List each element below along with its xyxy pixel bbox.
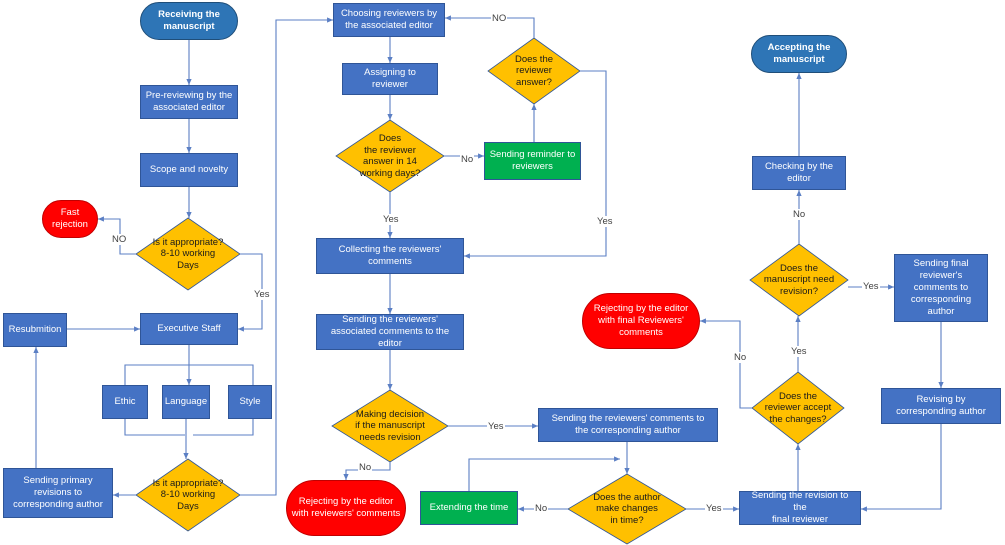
edge-label-no-extend: No (534, 503, 549, 514)
edge-label-no-reject-final: No (733, 352, 748, 363)
edge-label-yes-collecting-right: Yes (596, 216, 614, 227)
final-reviewer-comments-node: Sending final reviewer's comments to cor… (894, 254, 988, 322)
edge-label-no-choosing: NO (491, 13, 508, 24)
edge-revising-sending-final (861, 424, 942, 512)
edge-label-yes-executive: Yes (253, 289, 271, 300)
accepting-manuscript-end: Accepting the manuscript (751, 35, 847, 73)
edge-label-no-reminder: No (460, 154, 475, 165)
sending-reminder-node: Sending reminder to reviewers (484, 142, 581, 180)
prereview-node: Pre-reviewing by the associated editor (140, 85, 238, 119)
edge-extending-loop (468, 456, 620, 491)
reviewer-answer-decision: Does the reviewer answer? (514, 53, 554, 88)
scope-novelty-node: Scope and novelty (140, 153, 238, 187)
edge-accept-reject-final (700, 318, 752, 409)
choosing-reviewers-node: Choosing reviewers by the associated edi… (333, 3, 445, 37)
edge-label-no-fast-rejection: NO (111, 234, 128, 245)
diamond-appropriate-1 (135, 217, 241, 291)
edge-split-ethic (124, 364, 189, 385)
edge-label-yes-sending-author: Yes (487, 421, 505, 432)
making-decision-decision: Making decision if the manuscript needs … (355, 408, 425, 443)
edge-appropriate2-choosing (240, 17, 333, 496)
edge-merge-ethic (124, 419, 185, 436)
checking-editor-node: Checking by the editor (752, 156, 846, 190)
receiving-manuscript-start: Receiving the manuscript (140, 2, 238, 40)
reject-reviewers-comments-node: Rejecting by the editor with reviewers' … (286, 480, 406, 536)
edge-label-yes-collecting-left: Yes (382, 214, 400, 225)
edge-reviewer-answer-collecting (464, 70, 607, 259)
style-node: Style (228, 385, 272, 419)
edge-label-yes-need-revision: Yes (790, 346, 808, 357)
collecting-comments-node: Collecting the reviewers' comments (316, 238, 464, 274)
edge-reviewer-answer-choosing (445, 15, 535, 38)
edge-label-yes-final-comments: Yes (862, 281, 880, 292)
extending-time-node: Extending the time (420, 491, 518, 525)
edge-label-no-checking: No (792, 209, 807, 220)
appropriate-2-decision: Is it appropriate? 8-10 working Days (152, 477, 224, 512)
language-node: Language (162, 385, 210, 419)
author-changes-decision: Does the author make changes in time? (593, 491, 661, 526)
reject-final-comments-node: Rejecting by the editor with final Revie… (582, 293, 700, 349)
edge-label-no-reject: No (358, 462, 373, 473)
sending-comments-author-node: Sending the reviewers' comments to the c… (538, 408, 718, 442)
edge-merge-style (193, 419, 254, 436)
assigning-reviewer-node: Assigning to reviewer (342, 63, 438, 95)
revising-author-node: Revising by corresponding author (881, 388, 1001, 424)
need-revision-decision: Does the manuscript need revision? (763, 262, 835, 297)
edge-split-style (189, 364, 254, 385)
primary-revisions-node: Sending primary revisions to correspondi… (3, 468, 113, 518)
decision-shapes (135, 37, 849, 545)
diamond-author-changes (567, 473, 687, 545)
accept-changes-decision: Does the reviewer accept the changes? (764, 390, 832, 425)
edge-label-yes-final: Yes (705, 503, 723, 514)
diamond-appropriate-2 (135, 458, 241, 532)
ethic-node: Ethic (102, 385, 148, 419)
answer-14-days-decision: Does the reviewer answer in 14 working d… (359, 133, 421, 179)
appropriate-1-decision: Is it appropriate? 8-10 working Days (152, 236, 224, 271)
executive-staff-node: Executive Staff (140, 313, 238, 345)
sending-associated-comments-node: Sending the reviewers' associated commen… (316, 314, 464, 350)
fast-rejection-node: Fast rejection (42, 200, 98, 238)
sending-revision-final-node: Sending the revision to the final review… (739, 490, 861, 525)
resubmition-node: Resubmition (3, 313, 67, 347)
